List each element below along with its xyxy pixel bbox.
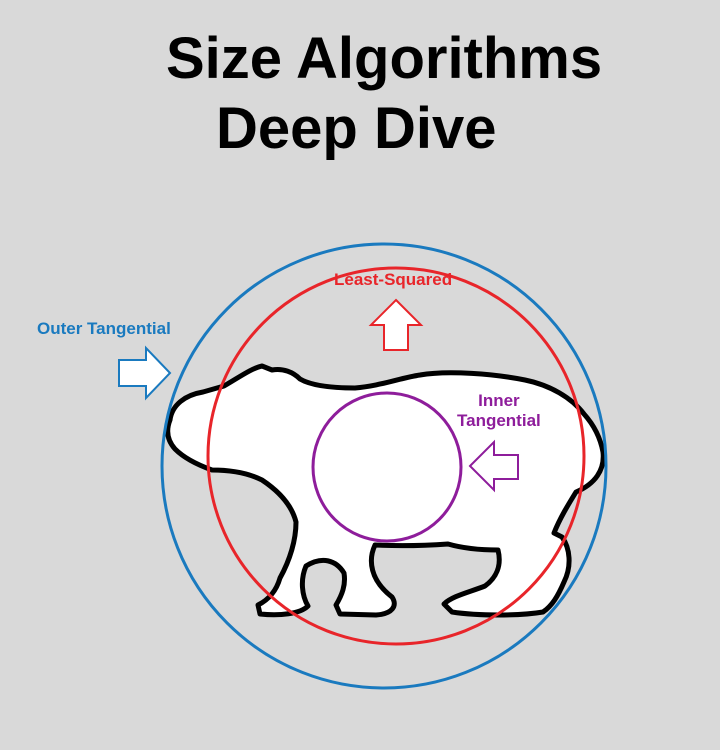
outer-tangential-circle [160,242,608,690]
arrow-up-icon [368,298,424,351]
outer-tangential-label: Outer Tangential [37,319,171,338]
inner-tangential-label-line-1: Inner [478,391,520,410]
title-line-1: Size Algorithms [166,26,603,91]
inner-tangential-label: Inner Tangential [457,391,541,430]
title-line-2: Deep Dive [216,96,497,161]
inner-tangential-label-line-2: Tangential [457,410,541,430]
least-squared-label: Least-Squared [334,270,453,289]
arrow-left-icon [468,439,519,493]
arrow-right-icon [118,345,172,401]
inner-tangential-circle [311,391,463,543]
least-squared-circle [206,266,586,646]
